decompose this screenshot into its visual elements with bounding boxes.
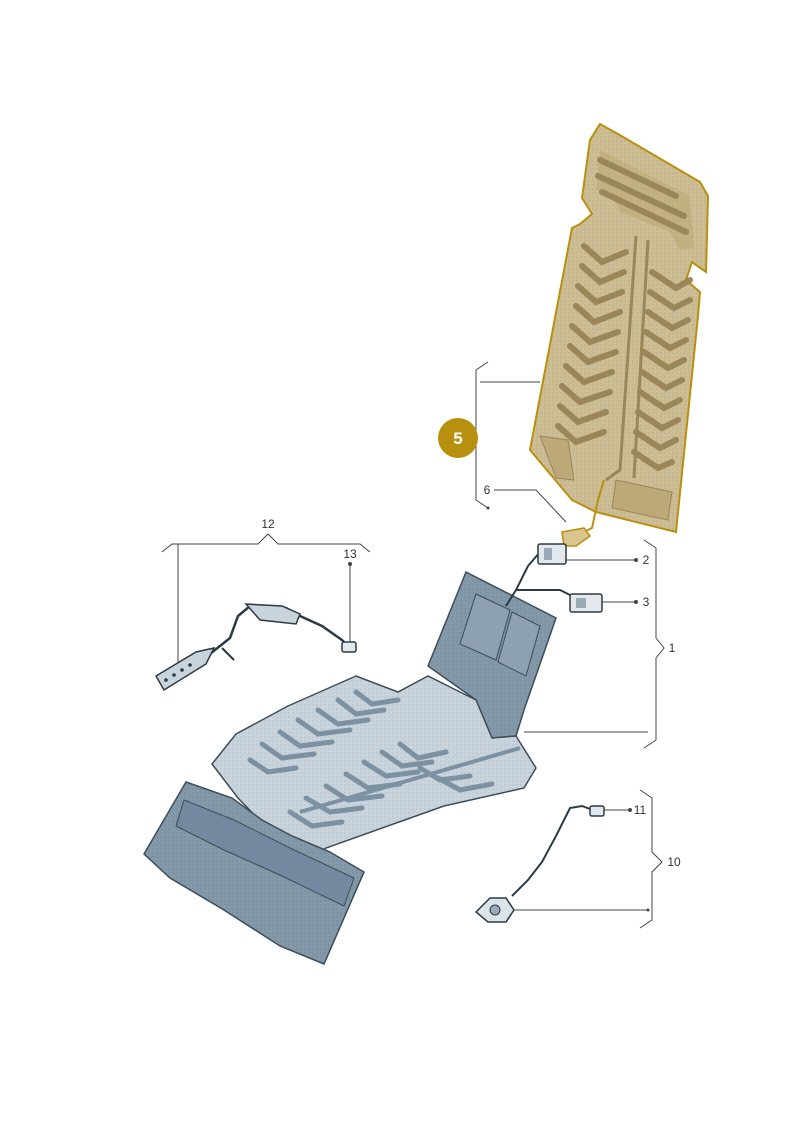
slot-shape	[597, 157, 679, 199]
plug-connector-2[interactable]	[537, 543, 567, 565]
connector-6[interactable]	[561, 527, 592, 547]
callout-2-label[interactable]: 2	[643, 553, 650, 567]
seat-center-channel	[299, 746, 521, 814]
callout-5-label: 5	[453, 429, 462, 448]
leader-6	[494, 489, 567, 523]
backrest-spine	[632, 239, 650, 479]
wiring-harness-bracket[interactable]	[154, 603, 351, 692]
bracket-line-10	[639, 789, 663, 929]
callout-11-label[interactable]: 11	[634, 803, 647, 817]
cable-plug-13[interactable]	[341, 641, 357, 653]
slot-shape	[595, 173, 687, 219]
seat-lead-wire	[505, 551, 541, 607]
front-panel-groove	[175, 799, 355, 907]
leader-dot	[628, 808, 632, 812]
leader-dot	[486, 506, 490, 510]
bracket-line-1	[643, 539, 665, 749]
callout-1-label[interactable]: 1	[669, 641, 676, 655]
sensor-cable	[511, 804, 599, 897]
seat-lead-wire	[516, 589, 577, 599]
selected-badge	[438, 418, 478, 458]
leader-dot	[348, 562, 352, 566]
temperature-sensor[interactable]	[474, 804, 599, 923]
connector-icon	[561, 527, 592, 547]
seat-cushion-heating-mat[interactable]	[143, 570, 557, 965]
backrest-lower-zone	[539, 435, 575, 481]
bracket-icon	[154, 646, 216, 692]
leader-dot	[646, 908, 650, 912]
callout-6-label[interactable]: 6	[484, 483, 491, 497]
sensor-core	[489, 904, 501, 916]
callout-5-badge[interactable]: 5	[438, 418, 478, 458]
sensor-plug-11[interactable]	[589, 805, 605, 817]
leader-dot	[634, 600, 638, 604]
rear-panel-slot	[459, 593, 511, 661]
seat-channels	[247, 689, 495, 829]
bracket-line-12	[161, 533, 371, 553]
backrest-spine	[605, 235, 638, 482]
harness-cable	[221, 647, 235, 661]
plug-pin	[576, 598, 586, 608]
callout-13-label[interactable]: 13	[343, 547, 357, 561]
backrest-heating-mat[interactable]	[528, 122, 710, 534]
plug-connector-3[interactable]	[569, 593, 603, 613]
callout-12-label[interactable]: 12	[261, 517, 275, 531]
backrest-lower-zone	[611, 479, 673, 521]
bracket-clip	[244, 603, 301, 625]
backrest-right-channels	[631, 269, 693, 472]
rear-panel-slot	[497, 611, 541, 677]
callout-3-label[interactable]: 3	[643, 595, 650, 609]
sensor-plug-icon	[589, 805, 605, 817]
backrest-left-channels	[555, 243, 629, 446]
slot-shape	[599, 189, 689, 235]
cable-plug-icon	[341, 641, 357, 653]
callout-10-label[interactable]: 10	[667, 855, 681, 869]
plug-pin	[544, 548, 552, 560]
bracket-holes	[164, 663, 192, 682]
leader-dot	[634, 558, 638, 562]
